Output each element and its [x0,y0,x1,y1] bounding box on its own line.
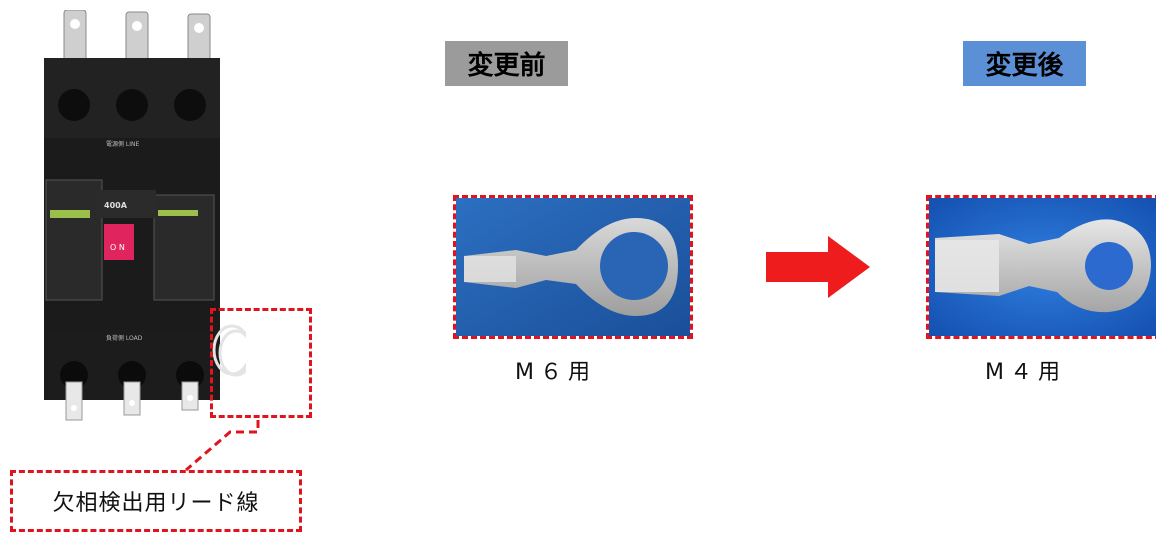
m4-terminal-photo [926,195,1156,339]
switch-label: O N [110,243,125,252]
ring-terminal-m6-image [456,198,690,336]
m4-caption: M４用 [985,360,1066,385]
m6-terminal-photo [453,195,693,339]
after-badge: 変更後 [963,41,1086,86]
ring-terminal-m4-image [929,198,1156,336]
lead-wire-highlight [210,308,312,418]
before-badge: 変更前 [445,41,568,86]
circuit-breaker-image: 電源側 LINE 400A O N 負荷側 LOAD [44,10,246,421]
right-arrow-icon [766,236,870,298]
line-label: 電源側 LINE [106,140,140,148]
lead-wire-callout [10,470,302,532]
load-label: 負荷側 LOAD [106,334,143,342]
rating-label: 400A [104,201,128,210]
m6-caption: M６用 [515,360,596,385]
lead-wire-label: 欠相検出用リード線 [52,491,260,516]
